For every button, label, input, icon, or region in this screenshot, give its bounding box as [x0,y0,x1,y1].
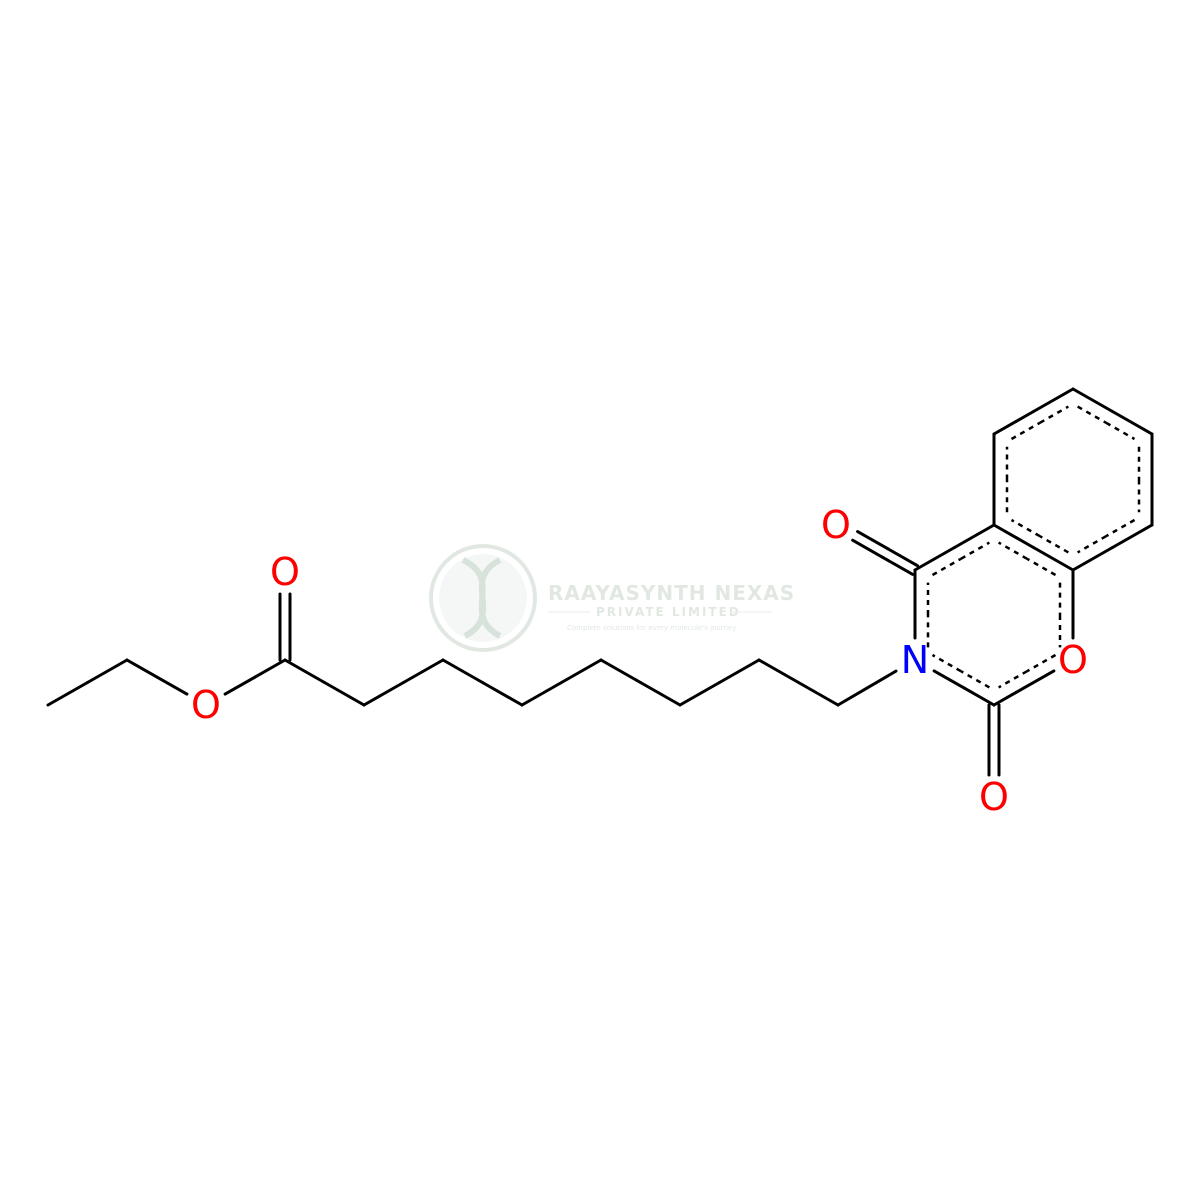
bond-c18-n1-aromatic-0-half-a [960,670,990,689]
bond-layer [46,387,1154,777]
bond-c11-o3-line1-half-a [886,547,919,568]
bond-c16-c17-half-b [1071,546,1114,572]
bond-o1-c3-half-b [253,658,287,679]
bond-c17-c12-aromatic-0-half-b [1010,518,1041,538]
bond-c11-c12-half-b [953,523,996,549]
bond-c3-c4-half-a [283,658,326,684]
bond-c13-c14-aromatic-0-half-b [1039,405,1069,424]
bond-c10-n1-half-a [836,686,869,707]
bond-c17-c12-aromatic-1-half-b [998,541,1028,560]
bond-o1-c3-half-a [223,675,257,696]
atom-label-n1: N [901,638,929,682]
company-watermark: RAAYASYNTH NEXAS PRIVATE LIMITED Complet… [429,544,795,652]
atom-label-layer: O O N O O O [191,503,1088,819]
bond-c11-c12-half-a [913,546,956,572]
bond-c10-n1-half-b [865,669,898,690]
bond-c14-c15-aromatic-0-half-b [1105,421,1136,441]
bond-c6-c7-half-a [520,681,563,707]
bond-c18-n1-aromatic-0-half-b [931,653,962,673]
atom-label-o4: O [1058,638,1088,682]
dna-helix-icon [461,557,502,639]
bond-c5-c6-half-a [441,658,484,684]
bond-c14-c15-aromatic-0-half-a [1077,405,1107,424]
watermark-logo-ring [429,544,537,652]
bond-c14-c15-half-a [1071,387,1114,413]
bond-c4-c5-half-b [402,658,445,684]
watermark-subtitle: PRIVATE LIMITED [596,605,741,619]
bond-c17-c12-half-b [992,523,1035,549]
bond-c6-c7-half-b [560,658,603,684]
watermark-tagline: Complete solutions for every molecule's … [567,624,736,632]
atom-label-o2: O [270,550,300,594]
atom-label-o5: O [979,775,1009,819]
bond-c7-c8-half-b [639,681,682,707]
bond-o4-c18-half-b [992,686,1026,707]
bond-c18-n1-half-a [962,686,996,707]
bond-c13-c14-half-b [1032,387,1075,413]
bond-c13-c14-aromatic-0-half-a [1010,421,1041,441]
bond-o4-c18-half-a [1022,669,1056,690]
bond-c16-c17-aromatic-0-half-a [1105,518,1136,538]
bond-c17-c12-aromatic-1-half-a [1026,557,1057,577]
bond-o4-c18-aromatic-0-half-b [998,670,1028,689]
bond-c17-c12-aromatic-0-half-a [1039,535,1069,554]
bond-c8-c9-half-a [678,681,721,707]
bond-c18-n1-half-b [932,669,966,690]
bond-c16-c17-half-a [1111,523,1154,549]
bond-c4-c5-half-a [362,681,405,707]
bond-c1-c2-half-b [86,658,129,684]
bond-o4-c18-aromatic-0-half-a [1026,653,1057,673]
bond-c3-c4-half-b [323,681,366,707]
bond-c9-c10-half-b [797,681,840,707]
bond-c9-c10-half-a [757,658,800,684]
bond-c11-o3-line1-half-b [856,530,890,551]
watermark-title: RAAYASYNTH NEXAS [548,581,795,605]
atom-label-o3: O [821,503,851,547]
bond-c7-c8-half-a [599,658,642,684]
bond-c13-c14-half-a [992,410,1035,436]
bond-c5-c6-half-b [481,681,524,707]
bond-c14-c15-half-b [1111,410,1154,436]
bond-c11-o3-line2-half-b [851,538,885,559]
bond-c2-o1-half-a [125,658,159,679]
atom-label-o1: O [191,683,221,727]
bond-c1-c2-half-a [46,681,89,707]
bond-c17-c12-half-a [1032,546,1075,572]
bond-c11-o3-line2-half-a [881,555,915,576]
bond-c11-c12-aromatic-0-half-b [960,541,990,560]
bond-c16-c17-aromatic-0-half-b [1077,535,1107,554]
bond-c11-c12-aromatic-0-half-a [931,557,962,577]
bond-c2-o1-half-b [155,675,189,696]
bond-c8-c9-half-b [718,658,761,684]
